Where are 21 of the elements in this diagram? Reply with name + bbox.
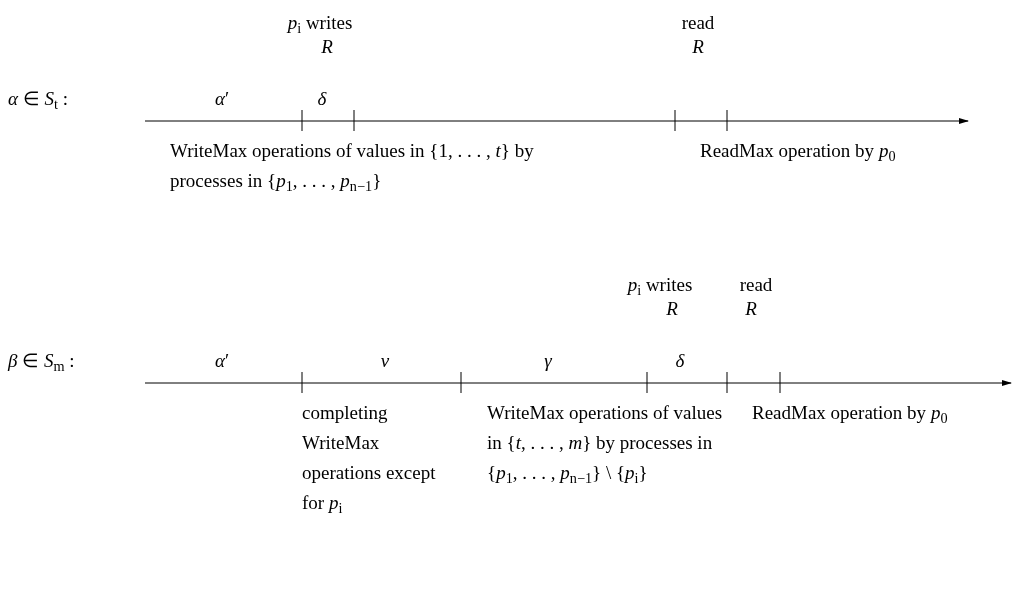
execution-label: β ∈ S$_{m}$ : xyxy=(8,349,75,376)
segment-symbol: γ xyxy=(544,349,552,373)
segment-symbol: δ xyxy=(317,87,327,111)
event-label: read xyxy=(681,11,715,35)
event-label: read xyxy=(739,273,773,297)
register-symbol: R xyxy=(321,35,333,59)
segment-description: ReadMax operation by p$_{0}$ xyxy=(752,401,949,428)
segment-description: WriteMax operations of values in {t, . . . , m} by processes in {p$_{1}$, . . . , p$_{n−1}$} \ {p$_{i}$} xyxy=(487,401,724,488)
register-symbol: R xyxy=(745,297,757,321)
segment-description: completing WriteMax operations except for p$_{i}$ xyxy=(302,401,437,518)
register-symbol: R xyxy=(692,35,704,59)
execution-label: α ∈ S$_{t}$ : xyxy=(8,87,68,114)
event-label: p$_{i}$ writes xyxy=(627,273,693,300)
segment-description: ReadMax operation by p$_{0}$ xyxy=(700,139,897,166)
event-label: p$_{i}$ writes xyxy=(287,11,353,38)
segment-description: WriteMax operations of values in {1, . . . , t} by processes in {p$_{1}$, . . . , p$_{n−1}$} xyxy=(170,139,535,196)
register-symbol: R xyxy=(666,297,678,321)
segment-symbol: δ xyxy=(675,349,685,373)
segment-symbol: α′ xyxy=(214,349,230,373)
segment-symbol: ν xyxy=(380,349,390,373)
segment-symbol: α′ xyxy=(214,87,230,111)
